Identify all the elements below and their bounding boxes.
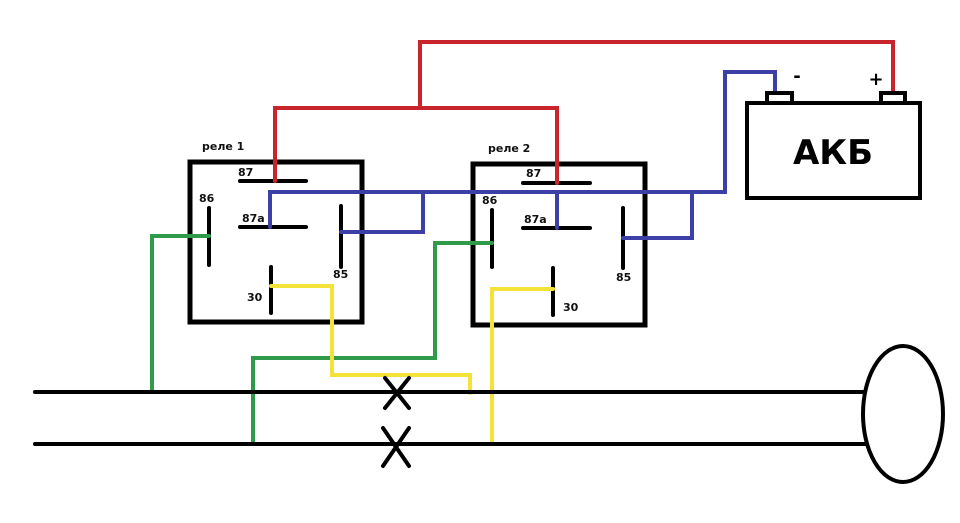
relay-2-title: реле 2 [488, 142, 530, 155]
relay-2-box [470, 161, 648, 328]
relay-1-pin-85: 85 [333, 268, 348, 281]
relay-2-pin-85: 85 [616, 271, 631, 284]
relay-1-pin-30: 30 [247, 291, 263, 304]
green-wire [150, 234, 494, 446]
relay-1-pin-87: 87 [238, 166, 253, 179]
battery-plus: + [868, 69, 883, 90]
relay-1-title: реле 1 [202, 140, 244, 153]
relay-2-pin-87: 87 [526, 167, 541, 180]
battery-minus: - [793, 66, 800, 87]
relay-1-pin-87a: 87a [242, 212, 265, 225]
cut-mark-icon [381, 376, 411, 468]
load-ellipse [861, 344, 945, 484]
relay-1-box [187, 159, 365, 325]
battery [745, 91, 922, 200]
main-lines [33, 390, 867, 446]
yellow-wire [269, 284, 555, 446]
relay-1-contacts [207, 179, 343, 315]
blue-wire [268, 70, 777, 240]
relay-2-pin-30: 30 [563, 301, 579, 314]
battery-label: АКБ [793, 133, 873, 173]
relay-2-pin-87a: 87a [524, 213, 547, 226]
red-wire [273, 40, 895, 185]
relay-1-pin-86: 86 [199, 192, 215, 205]
relay-2-pin-86: 86 [482, 194, 498, 207]
